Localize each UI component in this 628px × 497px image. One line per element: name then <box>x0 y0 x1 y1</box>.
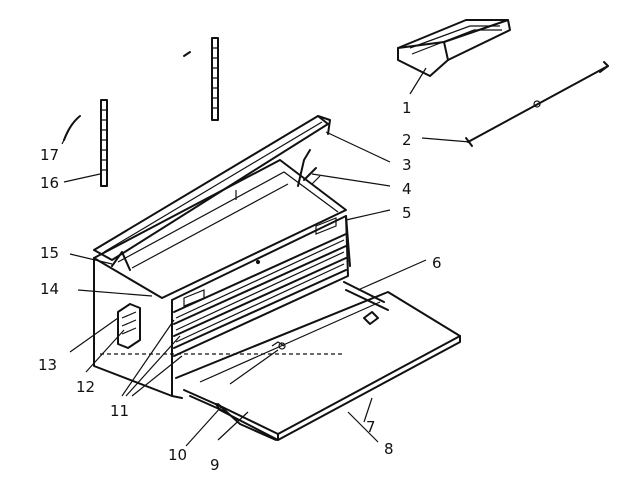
callout-9: 9 <box>210 456 220 474</box>
callout-16: 16 <box>40 174 59 192</box>
callouts: 1 2 3 4 5 6 7 8 9 10 11 12 13 14 15 16 1… <box>38 99 442 474</box>
callout-3: 3 <box>402 156 412 174</box>
side-strip <box>100 37 219 187</box>
chest-body <box>93 159 351 399</box>
drawer-slide <box>183 281 389 441</box>
callout-11: 11 <box>110 402 129 420</box>
lid <box>93 115 331 261</box>
callout-4: 4 <box>402 180 412 198</box>
callout-14: 14 <box>40 280 59 298</box>
clip <box>183 51 191 57</box>
leader-lines <box>61 67 471 447</box>
callout-6: 6 <box>432 254 442 272</box>
callout-8: 8 <box>384 440 394 458</box>
callout-12: 12 <box>76 378 95 396</box>
callout-2: 2 <box>402 131 412 149</box>
handle <box>117 303 141 349</box>
callout-17: 17 <box>40 146 59 164</box>
callout-13: 13 <box>38 356 57 374</box>
callout-15: 15 <box>40 244 59 262</box>
callout-5: 5 <box>402 204 412 222</box>
callout-1: 1 <box>402 99 412 117</box>
lid-rod <box>465 61 609 147</box>
drawer <box>175 291 461 441</box>
callout-10: 10 <box>168 446 187 464</box>
lid-support <box>111 149 317 271</box>
tray <box>397 19 511 77</box>
callout-7: 7 <box>366 418 376 436</box>
